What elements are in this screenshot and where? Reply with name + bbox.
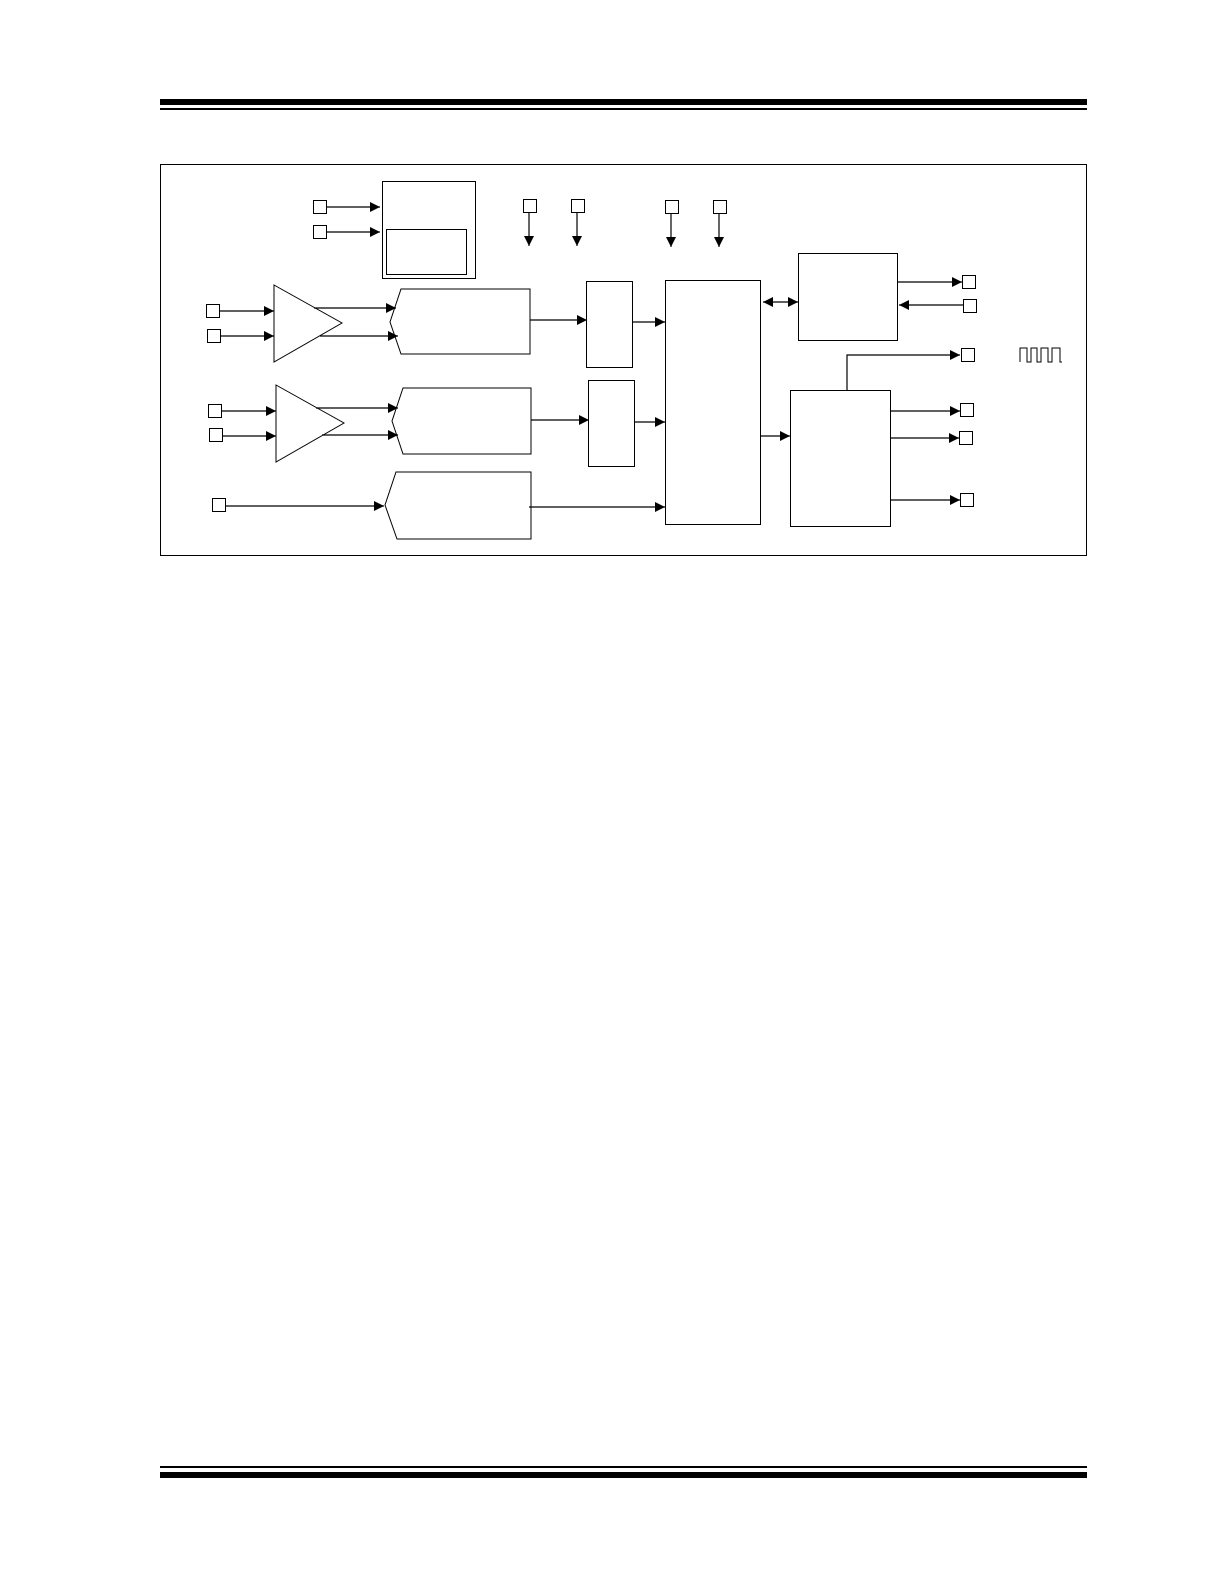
pin-icon (960, 493, 974, 507)
reference-inner-block (386, 229, 467, 275)
pin-icon (960, 403, 974, 417)
pin-icon (209, 428, 223, 442)
filter-block-2 (588, 380, 635, 467)
pin-icon (206, 304, 220, 318)
adc-icon (389, 288, 531, 355)
pin-icon (571, 199, 585, 213)
filter-block-1 (586, 281, 633, 368)
output-block (790, 390, 891, 527)
header-rule-thin (160, 108, 1087, 110)
arrow-icon (846, 350, 960, 390)
serial-interface-block (798, 253, 898, 341)
diagram-frame (160, 164, 1087, 556)
adc-icon (384, 471, 532, 540)
pin-icon (313, 200, 327, 214)
footer-rule-thick (160, 1472, 1087, 1478)
pin-icon (961, 348, 975, 362)
pin-icon (523, 199, 537, 213)
pin-icon (959, 431, 973, 445)
pulse-train-icon (1019, 347, 1062, 363)
header-rule-thick (160, 99, 1087, 105)
pin-icon (963, 299, 977, 313)
amplifier-icon (275, 384, 346, 463)
pin-icon (212, 498, 226, 512)
pin-icon (962, 275, 976, 289)
processing-block (665, 280, 761, 525)
pin-icon (313, 225, 327, 239)
pin-icon (208, 404, 222, 418)
amplifier-icon (273, 284, 344, 363)
pin-icon (665, 200, 679, 214)
pin-icon (713, 200, 727, 214)
adc-icon (391, 387, 532, 455)
footer-rule-thin (160, 1466, 1087, 1468)
pin-icon (207, 329, 221, 343)
reference-block (382, 181, 476, 279)
